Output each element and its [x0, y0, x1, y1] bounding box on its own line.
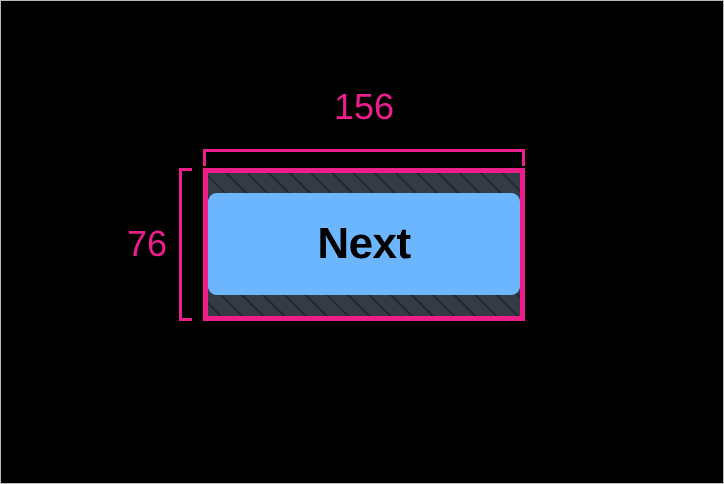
next-button[interactable]: Next	[208, 193, 520, 295]
height-dimension-label: 76	[126, 223, 167, 264]
next-button-label: Next	[317, 219, 411, 268]
width-dimension-bracket	[203, 149, 525, 166]
width-dimension-label: 156	[333, 86, 395, 127]
element-bounds-highlight[interactable]: Next	[203, 168, 525, 321]
height-dimension-bracket	[179, 168, 192, 321]
